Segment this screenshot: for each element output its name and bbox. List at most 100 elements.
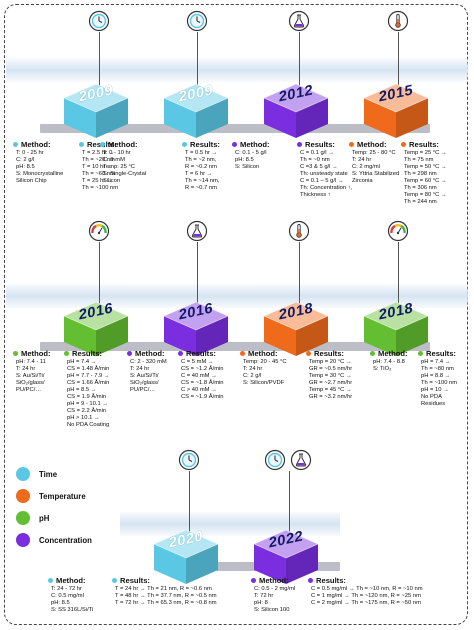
results-line: No PDA Coating [67,422,110,428]
category-dot [232,142,237,147]
results-line: Th = ~60 nm [82,171,115,177]
results-label: Results: [186,349,216,358]
results-line: Residues [421,401,446,407]
method-line: S: Silicon/PVDF [243,380,285,386]
flask-icon [288,10,310,32]
results-line: Th = 306 nm [404,185,437,191]
results-line: Th = 75 nm [404,157,434,163]
thermometer-icon [288,220,310,242]
icon-connector-line [197,32,199,86]
results-line: pH = 7.4 → [67,359,97,365]
results-heading: Results: [306,349,344,358]
results-line: Th = ~0 nm [300,157,330,163]
results-line: T = 25 hr → [82,178,113,184]
method-line: C: 2 g/l [16,157,35,163]
results-line: Th = 298 nm [404,171,437,177]
icon-connector-line [398,32,400,86]
icon-connector-line [197,242,199,304]
results-line: Temp = 20 °C → [309,359,352,365]
results-line: Th = ~100 nm [421,380,458,386]
results-line: CS = ~1.9 Å/min [181,394,224,400]
method-heading: Method: [100,140,138,149]
results-line: Temp = 45 °C → [309,387,352,393]
category-dot [13,351,18,356]
results-line: Th = 244 nm [404,199,437,205]
results-line: T = 2.5 hr → [82,150,115,156]
results-label: Results: [120,576,150,585]
method-line: S: Yttria Stabilized [352,171,400,177]
method-label: Method: [259,576,289,585]
method-line: pH: 8.5 [16,164,35,170]
results-line: CS = ~1.8 Å/min [181,380,224,386]
results-line: C > 40 mM → [181,387,217,393]
results-line: Th = ~100 nm [82,185,119,191]
category-dot [370,351,375,356]
method-line: S: Au/Si/Ti/ [130,373,159,379]
icon-connector-line [99,242,101,304]
results-heading: Results: [64,349,102,358]
category-dot [240,351,245,356]
results-line: T = 6 hr → [185,171,213,177]
results-line: pH = 7.4 → [421,359,451,365]
clock-icon [88,10,110,32]
results-line: Temp = 25 °C → [404,150,447,156]
results-line: pH = 7.7 - 7.9 → [67,373,110,379]
legend-swatch [16,467,30,481]
results-line: C = 1 mg/ml → Th = ~120 nm, R = ~25 nm [311,593,421,599]
method-line: SiO₂/glass/ [130,380,159,386]
row-band-3 [120,512,340,536]
legend-label: pH [39,513,50,523]
category-dot [112,578,117,583]
results-line: pH = 9 - 10.1 → [67,401,109,407]
results-line: pH = 8.5 → [67,387,97,393]
results-line: C = 0.5 mg/ml → Th = ~10 nm, R = ~10 nm [311,586,423,592]
method-line: pH: 8.5 [51,600,70,606]
category-dot [100,142,105,147]
method-line: Temp: 25 - 80 °C [352,150,396,156]
results-label: Results: [72,349,102,358]
method-line: T: 24 - 72 hr [51,586,82,592]
icon-connector-line [289,471,291,532]
category-dot [182,142,187,147]
method-line: Zirconia [352,178,373,184]
method-line: S: SS 316L/Si/Ti [51,607,94,613]
legend-swatch [16,489,30,503]
category-dot [418,351,423,356]
method-label: Method: [135,349,165,358]
method-line: C: 0.5 mg/ml [51,593,84,599]
method-line: Silicon Chip [16,178,47,184]
results-line: Temp = 30 °C → [309,373,352,379]
results-label: Results: [426,349,456,358]
legend-label: Concentration [39,535,92,545]
year-block [262,300,330,358]
results-line: C = 2 mg/ml → Th = ~175 nm, R = ~50 nm [311,600,421,606]
legend-swatch [16,511,30,525]
results-line: C = 0.1 – 5 g/l → [300,178,344,184]
method-line: S: TiO₂ [373,366,392,372]
category-dot [178,351,183,356]
legend-item-ph: pH [16,511,49,525]
results-heading: Results: [308,576,346,585]
category-dot [48,578,53,583]
results-heading: Results: [401,140,439,149]
year-block [252,528,320,586]
method-heading: Method: [48,576,86,585]
method-line: T: 24 hr [16,366,36,372]
method-heading: Method: [370,349,408,358]
results-line: C = 0.1 g/l → [300,150,334,156]
method-line: T: 24 hr [130,366,150,372]
icon-connector-line [189,471,191,532]
results-line: GR = ~0.5 nm/hr [309,366,353,372]
results-heading: Results: [182,140,220,149]
results-line: pH > 10.1 → [67,415,100,421]
